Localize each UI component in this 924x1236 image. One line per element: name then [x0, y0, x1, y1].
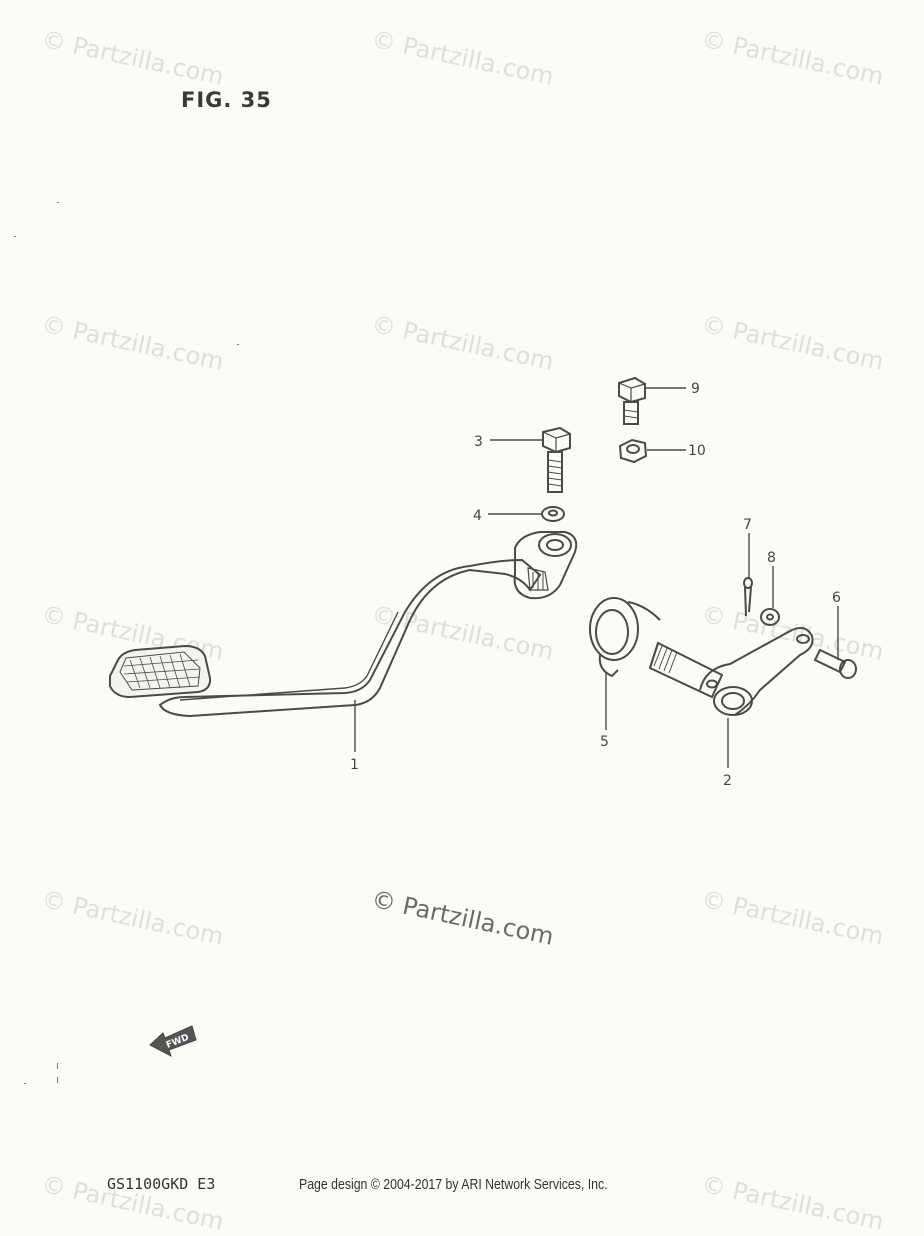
callout-5: 5 [600, 734, 609, 750]
brake-shaft-arm-part-2[interactable] [648, 627, 814, 716]
exploded-parts-drawing: 1 2 3 4 5 6 7 8 9 10 FWD [14, 202, 857, 1084]
fwd-label: FWD [165, 1033, 191, 1051]
callout-9: 9 [691, 381, 700, 397]
footer-copyright: Page design © 2004-2017 by ARI Network S… [299, 1176, 608, 1193]
return-spring-part-5[interactable] [589, 597, 661, 678]
clevis-pin-part-6[interactable] [813, 648, 857, 679]
footer-model-code: GS1100GKD E3 [107, 1175, 216, 1193]
callout-7: 7 [743, 517, 752, 533]
bolt-part-9[interactable] [618, 376, 646, 425]
nut-part-10[interactable] [618, 438, 648, 464]
cotter-pin-part-7[interactable] [743, 577, 753, 617]
figure-title: FIG. 35 [181, 88, 272, 112]
leader-lines [354, 387, 839, 768]
brake-pedal-part[interactable] [109, 531, 578, 718]
scan-marks [14, 202, 239, 1084]
callout-10: 10 [688, 443, 706, 459]
callout-8: 8 [767, 550, 776, 566]
callout-1: 1 [350, 757, 359, 773]
forward-direction-arrow: FWD [149, 1025, 197, 1058]
washer-part-8[interactable] [760, 608, 780, 626]
callout-6: 6 [832, 590, 841, 606]
bolt-part-3[interactable] [542, 426, 571, 493]
washer-part-4[interactable] [541, 506, 565, 522]
parts-diagram-page: FIG. 35 © Partzilla.com © Partzilla.com … [14, 25, 886, 1236]
callout-3: 3 [474, 434, 483, 450]
callout-2: 2 [723, 773, 732, 789]
callout-4: 4 [473, 508, 482, 524]
